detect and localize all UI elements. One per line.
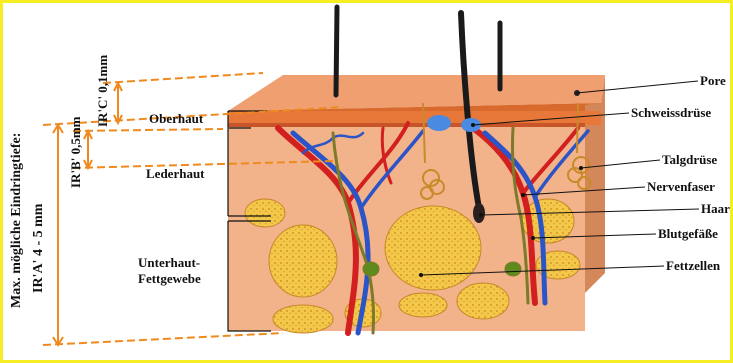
subcutis-label-line1: Unterhaut- [138, 255, 200, 271]
irc-depth-label: IR'C' 0,1mm [95, 55, 111, 127]
ira-depth-label: IR'A' 4 - 5 mm [31, 204, 47, 293]
skin-right-side [585, 75, 605, 293]
subcutis-label-line2: Fettgewebe [138, 271, 201, 287]
nerve-fiber-label: Nervenfaser [647, 179, 715, 195]
skin-cross-section [3, 3, 733, 363]
blood-vessels-label: Blutgefäße [658, 226, 718, 242]
penetration-title: Max. mögliche Eindringtiefe: [9, 133, 25, 308]
pore-label: Pore [700, 73, 726, 89]
sweat-gland-label: Schweissdrüse [631, 105, 711, 121]
hair-label: Haar [701, 201, 730, 217]
sebaceous-gland-label: Talgdrüse [662, 152, 717, 168]
irb-depth-label: IR'B' 0,5mm [68, 117, 84, 189]
fat-cells-label: Fettzellen [666, 258, 720, 274]
epidermis-label: Oberhaut [149, 111, 203, 127]
epidermis-layer [228, 111, 601, 125]
dermis-label: Lederhaut [146, 166, 205, 182]
